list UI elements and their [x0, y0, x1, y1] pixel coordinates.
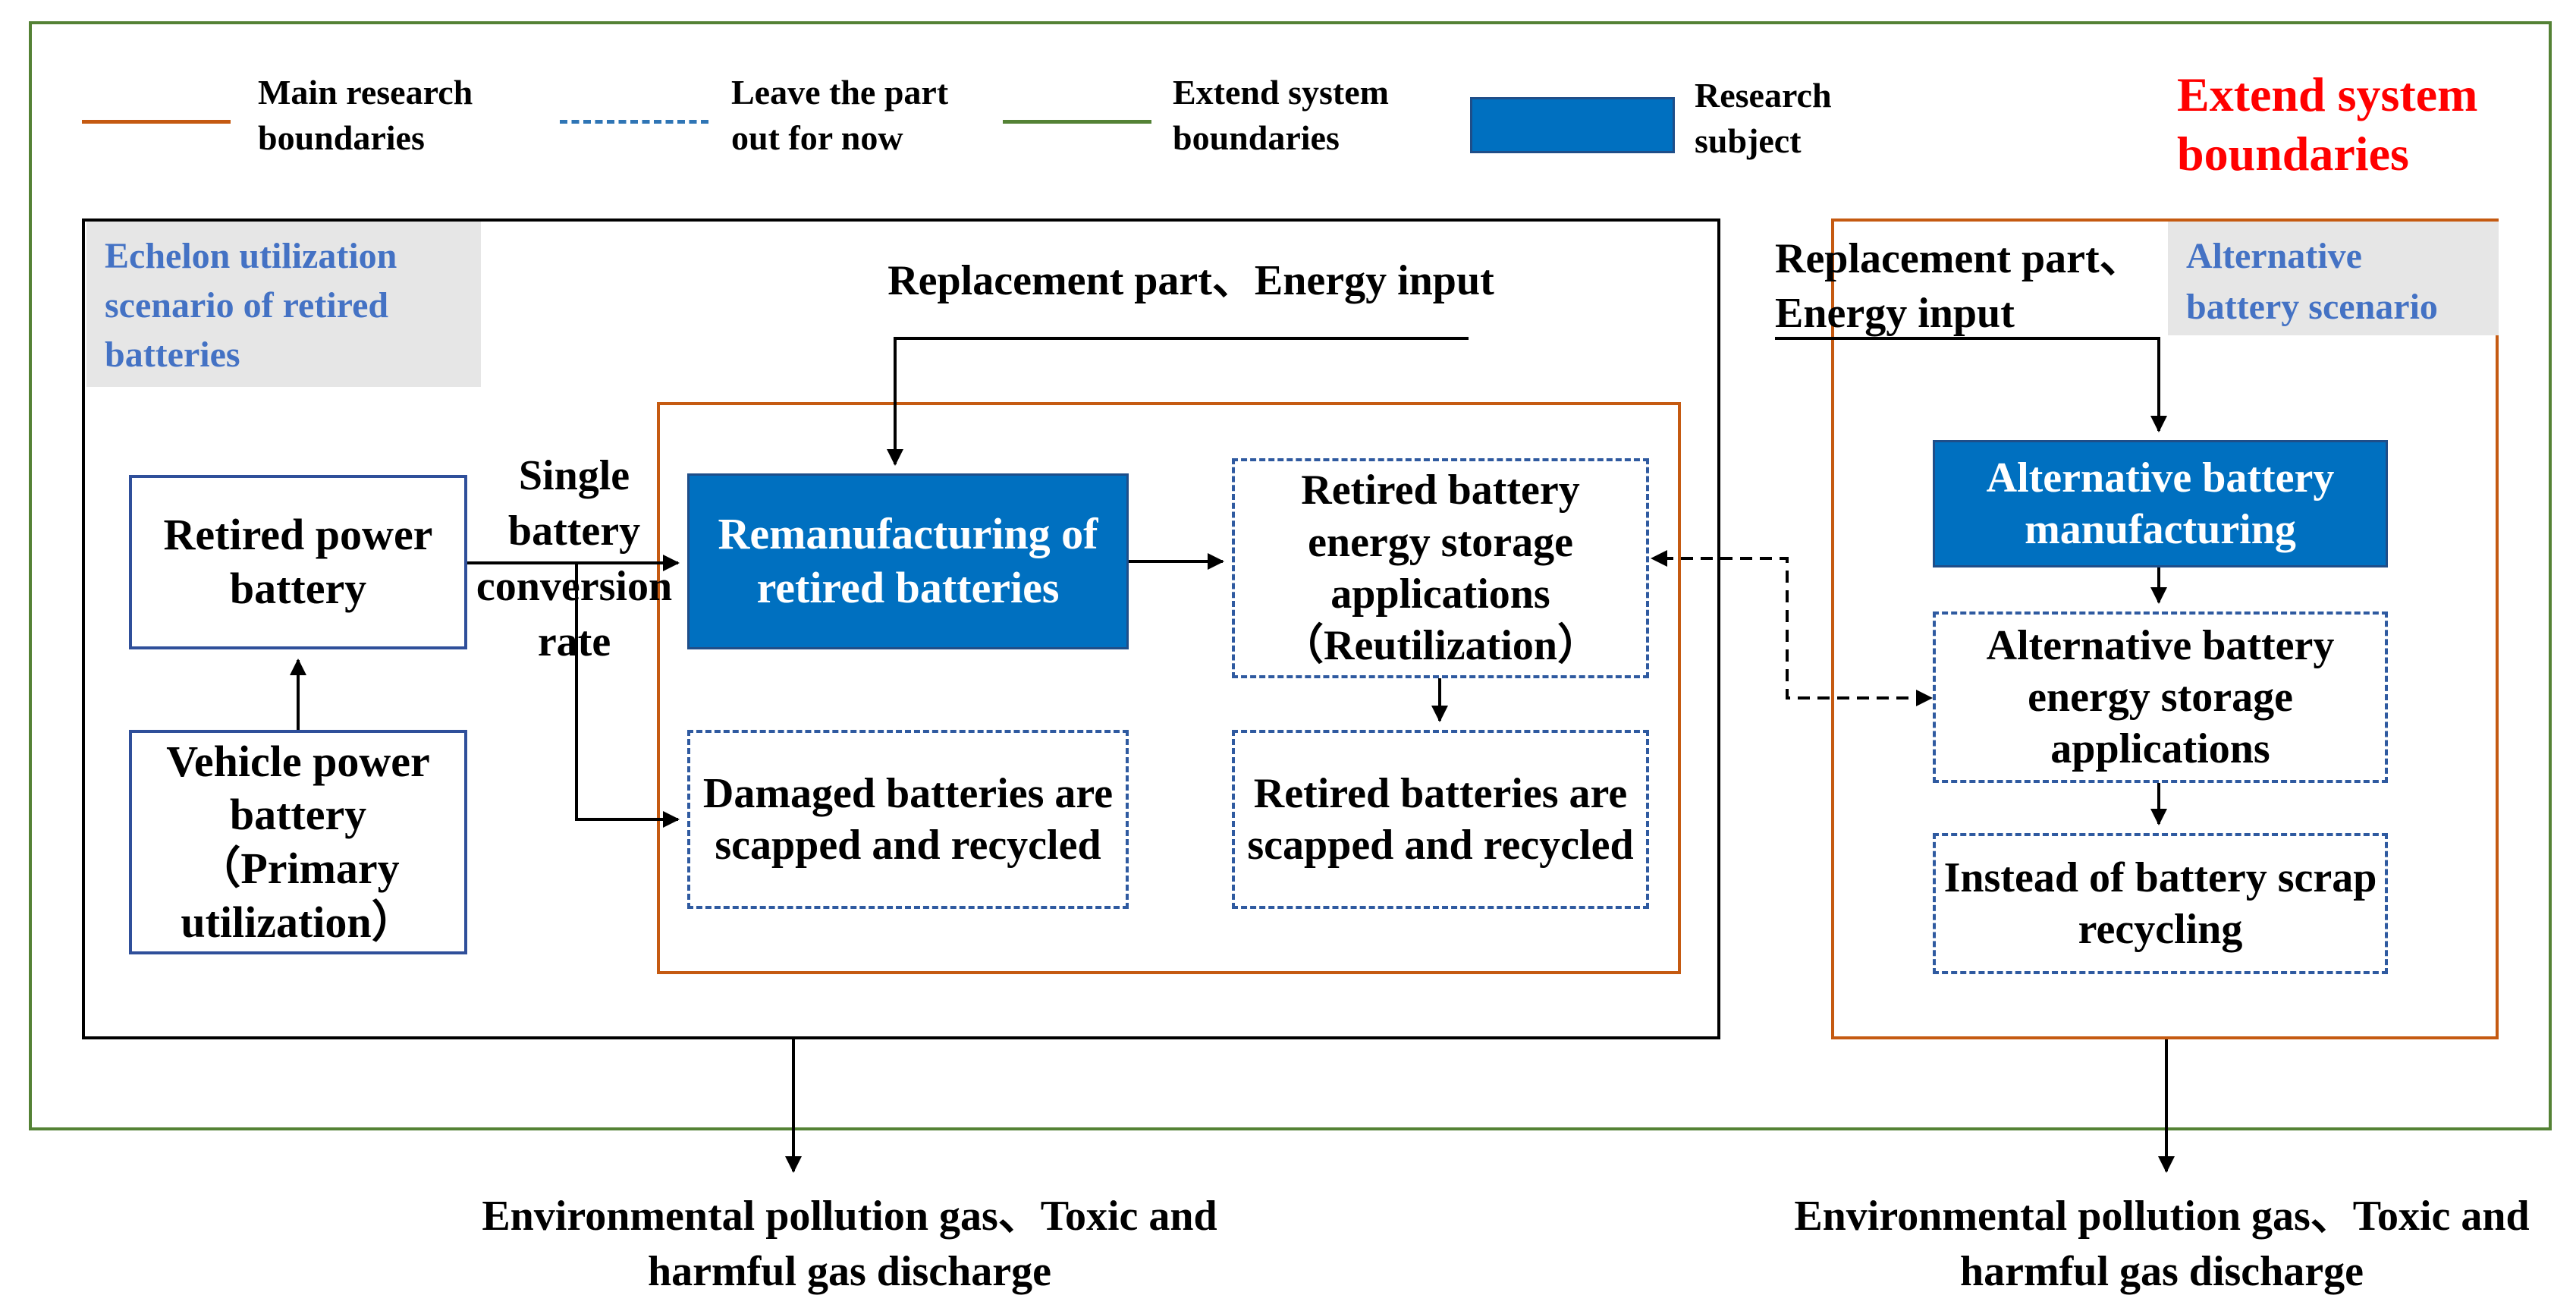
alternative-scenario-frame: [1831, 218, 2499, 1039]
retired-storage-applications-box: Retired battery energy storage applicati…: [1232, 458, 1649, 678]
echelon-scenario-label: Echelon utilization scenario of retired …: [86, 222, 481, 387]
right-output-label: Environmental pollution gas、Toxic and ha…: [1794, 1193, 2530, 1295]
legend-research-subject-label: Research subject: [1695, 76, 1832, 160]
left-input-label: Replacement part、Energy input: [887, 256, 1494, 304]
vehicle-power-battery-box: Vehicle power battery （Primary utilizati…: [129, 730, 467, 954]
alternative-scenario-label: Alternative battery scenario: [2168, 222, 2499, 335]
damaged-batteries-recycled-box: Damaged batteries are scapped and recycl…: [687, 730, 1129, 909]
retired-power-battery-box: Retired power battery: [129, 475, 467, 649]
extend-system-boundary: [29, 21, 2552, 1130]
legend: Main research boundaries Leave the part …: [0, 0, 2576, 197]
retired-batteries-recycled-box: Retired batteries are scapped and recycl…: [1232, 730, 1649, 909]
extend-system-title: Extend system boundaries: [2177, 68, 2478, 181]
remanufacturing-box: Remanufacturing of retired batteries: [687, 473, 1129, 649]
legend-leave-out-label: Leave the part out for now: [731, 73, 949, 157]
right-input-label: Replacement part、Energy input: [1775, 235, 2142, 337]
arrow-rate-to-damaged: [575, 563, 680, 828]
echelon-scenario-frame: [82, 218, 1720, 1039]
legend-extend-system-label: Extend system boundaries: [1173, 73, 1389, 157]
alternative-storage-applications-box: Alternative battery energy storage appli…: [1933, 611, 2388, 783]
alternative-scrap-recycling-box: Instead of battery scrap recycling: [1933, 833, 2388, 974]
legend-research-subject-swatch: [1470, 97, 1675, 153]
single-battery-conversion-rate: Single battery conversion rate: [476, 452, 673, 665]
arrowhead-dashed-right: [1916, 690, 1933, 706]
left-output-label: Environmental pollution gas、Toxic and ha…: [482, 1193, 1217, 1295]
arrow-left-input: [887, 337, 1469, 466]
arrowhead-dashed-left: [1651, 550, 1667, 567]
main-research-boundary: [657, 402, 1681, 974]
arrow-right-input: [1775, 337, 2167, 432]
alternative-manufacturing-box: Alternative battery manufacturing: [1933, 440, 2388, 567]
legend-main-research-line: [82, 120, 231, 124]
legend-main-research-label: Main research boundaries: [258, 73, 473, 157]
arrow-dashed-link: [1661, 557, 1924, 700]
legend-leave-out-line: [560, 120, 708, 124]
legend-extend-system-line: [1003, 120, 1151, 124]
